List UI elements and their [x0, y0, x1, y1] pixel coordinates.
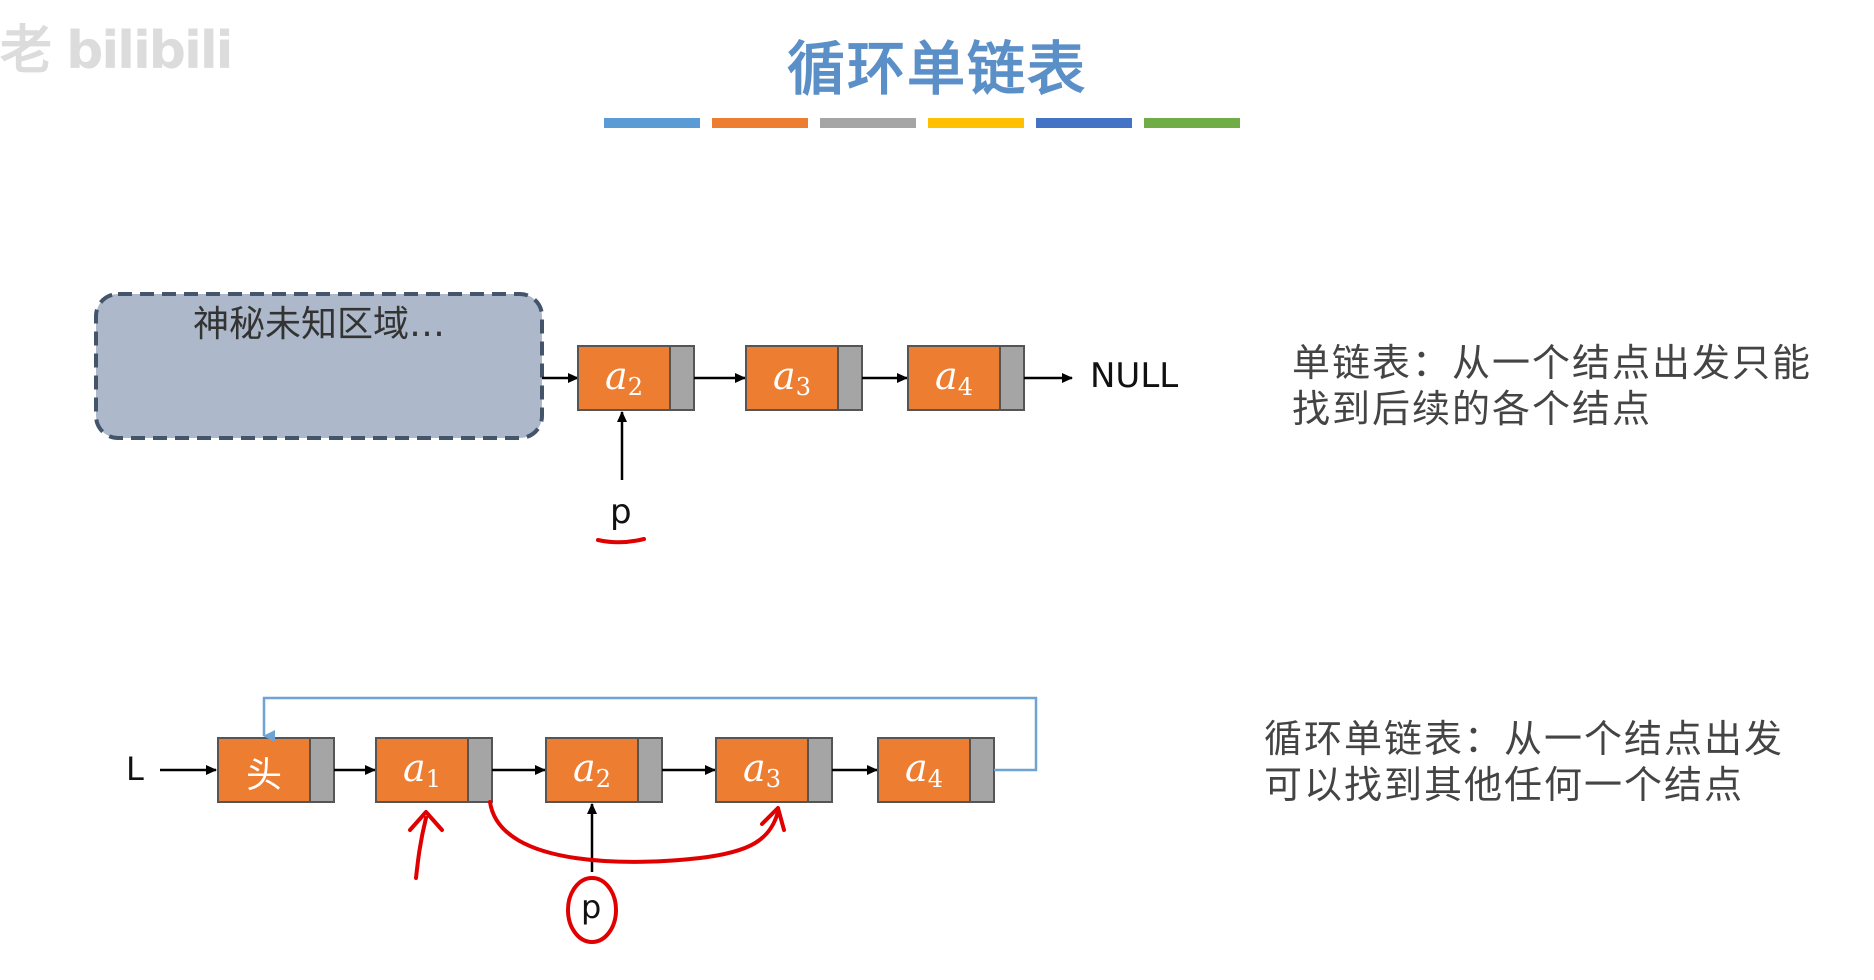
color-bar-6 — [1144, 118, 1240, 128]
node-sub: 2 — [627, 373, 643, 401]
list2-node-a1 — [375, 737, 493, 803]
red-curve-arrowhead — [760, 806, 786, 832]
list1-node-a2-label: a2 — [578, 354, 670, 401]
list-L-label: L — [126, 750, 144, 788]
mystery-region — [94, 292, 544, 440]
singly-linked-list-description: 单链表：从一个结点出发只能 找到后续的各个结点 — [1292, 340, 1812, 432]
color-bar-3 — [820, 118, 916, 128]
color-bar-5 — [1036, 118, 1132, 128]
list1-node-a2 — [577, 345, 695, 411]
list1-node-a4 — [907, 345, 1025, 411]
red-curve-a1-to-a3 — [488, 800, 780, 864]
node-base: a — [905, 746, 928, 790]
list2-node-a4 — [877, 737, 995, 803]
list1-pointer-p-label: p — [610, 492, 632, 532]
color-bar-4 — [928, 118, 1024, 128]
slide-title: 循环单链表 — [786, 35, 1087, 103]
node-base: a — [403, 746, 426, 790]
red-arrow-up-to-a1 — [408, 810, 444, 880]
bilibili-watermark: 老 bilibili — [0, 21, 233, 81]
node-sub: 3 — [765, 765, 781, 793]
list2-node-a2-label: a2 — [546, 746, 638, 793]
desc-line-2: 找到后续的各个结点 — [1292, 387, 1653, 431]
node-base: a — [743, 746, 766, 790]
desc-line-1: 循环单链表：从一个结点出发 — [1264, 717, 1785, 761]
list1-node-a3-label: a3 — [746, 354, 838, 401]
node-sub: 2 — [595, 765, 611, 793]
node-base: a — [573, 746, 596, 790]
desc-line-1: 单链表：从一个结点出发只能 — [1292, 341, 1813, 385]
node-base: a — [935, 354, 958, 398]
list2-pointer-p-label: p — [581, 888, 602, 926]
circular-loop-back-line — [262, 696, 1038, 772]
list2-node-a3-label: a3 — [716, 746, 808, 793]
list2-node-a3 — [715, 737, 833, 803]
color-bar-1 — [604, 118, 700, 128]
node-sub: 4 — [957, 373, 973, 401]
node-sub: 4 — [927, 765, 943, 793]
node-base: a — [605, 354, 628, 398]
desc-line-2: 可以找到其他任何一个结点 — [1264, 763, 1745, 807]
color-bar-2 — [712, 118, 808, 128]
list2-node-a4-label: a4 — [878, 746, 970, 793]
red-underline-p — [596, 537, 646, 545]
node-sub: 3 — [795, 373, 811, 401]
null-label: NULL — [1090, 356, 1179, 396]
node-base: a — [773, 354, 796, 398]
list2-head-label: 头 — [245, 755, 282, 796]
red-circle-around-p — [566, 876, 618, 944]
mystery-region-label: 神秘未知区域… — [192, 304, 445, 345]
circular-linked-list-description: 循环单链表：从一个结点出发 可以找到其他任何一个结点 — [1264, 716, 1784, 808]
list2-node-a1-label: a1 — [376, 746, 468, 793]
node-sub: 1 — [425, 765, 441, 793]
list1-node-a4-label: a4 — [908, 354, 1000, 401]
list1-node-a3 — [745, 345, 863, 411]
